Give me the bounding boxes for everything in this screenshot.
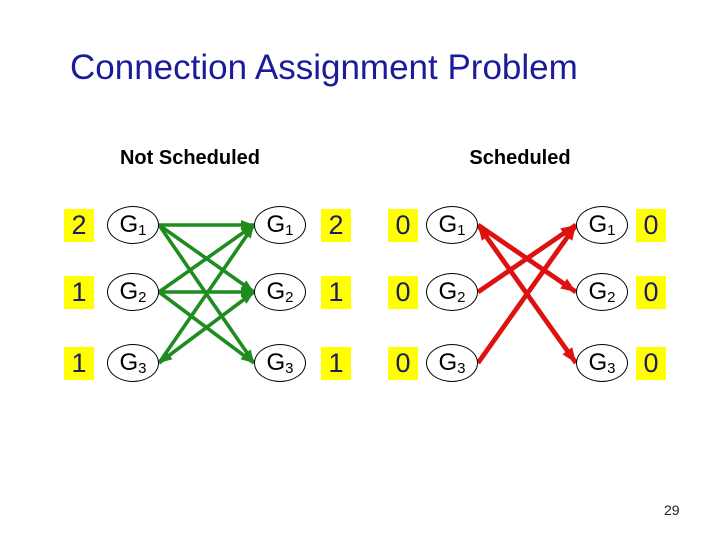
graph-scheduled-title: Scheduled [469, 147, 571, 169]
node-subscript: 3 [138, 359, 147, 377]
capacity-badge-s-right-g2: 0 [636, 276, 666, 309]
capacity-badge-s-right-g1: 0 [636, 209, 666, 242]
node-subscript: 1 [138, 221, 147, 239]
capacity-badge-ns-right-g1: 2 [321, 209, 351, 242]
capacity-badge-s-left-g3: 0 [388, 347, 418, 380]
node-subscript: 3 [457, 359, 466, 377]
slide-title: Connection Assignment Problem [70, 48, 578, 87]
capacity-badge-s-left-g2: 0 [388, 276, 418, 309]
node-label: G [119, 349, 139, 376]
capacity-badge-s-right-g3: 0 [636, 347, 666, 380]
node-label: G [588, 278, 608, 305]
edge-layer-not-scheduled [157, 220, 256, 365]
node-label: G [588, 211, 608, 238]
capacity-badge-ns-right-g2: 1 [321, 276, 351, 309]
node-label: G [266, 278, 286, 305]
edge-layer-scheduled [476, 223, 578, 365]
node-subscript: 3 [285, 359, 294, 377]
node-subscript: 2 [457, 288, 466, 306]
node-subscript: 1 [607, 221, 616, 239]
node-subscript: 2 [607, 288, 616, 306]
node-subscript: 3 [607, 359, 616, 377]
capacity-badge-ns-left-g1: 2 [64, 209, 94, 242]
node-subscript: 2 [138, 288, 147, 306]
node-subscript: 1 [285, 221, 294, 239]
node-subscript: 1 [457, 221, 466, 239]
capacity-badge-ns-right-g3: 1 [321, 347, 351, 380]
capacity-badge-s-left-g1: 0 [388, 209, 418, 242]
node-label: G [119, 211, 139, 238]
node-label: G [438, 278, 458, 305]
graph-not-scheduled-title: Not Scheduled [119, 147, 260, 169]
page-number: 29 [664, 502, 680, 518]
node-label: G [266, 211, 286, 238]
node-label: G [119, 278, 139, 305]
node-label: G [588, 349, 608, 376]
node-label: G [438, 349, 458, 376]
node-label: G [438, 211, 458, 238]
node-subscript: 2 [285, 288, 294, 306]
capacity-badge-ns-left-g3: 1 [64, 347, 94, 380]
capacity-badge-ns-left-g2: 1 [64, 276, 94, 309]
node-label: G [266, 349, 286, 376]
